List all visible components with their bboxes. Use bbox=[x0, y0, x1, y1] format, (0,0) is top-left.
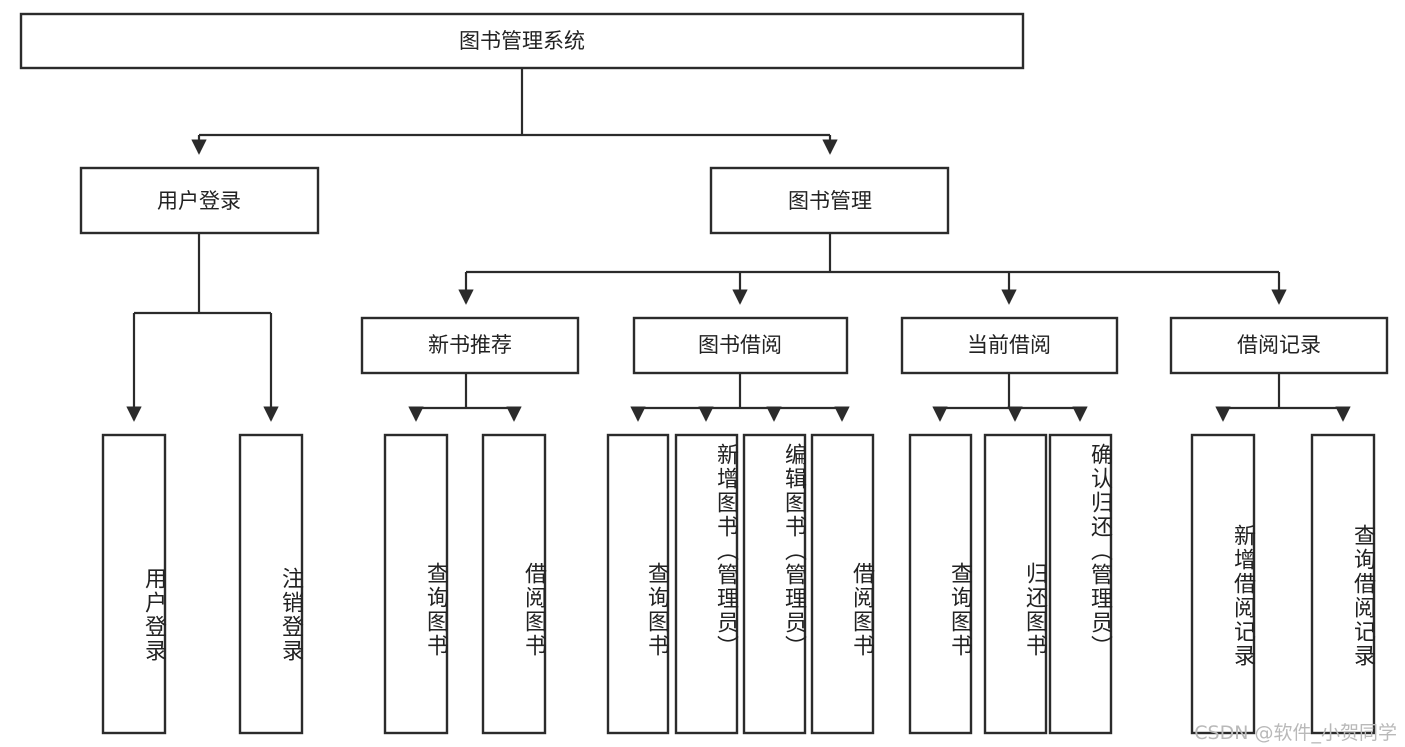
leaf-box-user-login[interactable] bbox=[101, 433, 167, 735]
leaf-box-edit-book[interactable] bbox=[742, 433, 807, 735]
connector-layer bbox=[126, 68, 1351, 422]
node-root-box[interactable] bbox=[19, 12, 1025, 70]
leaf-box-query-borrow-record[interactable] bbox=[1310, 433, 1376, 735]
node-user-login-box[interactable] bbox=[79, 166, 320, 235]
leaf-box-query-book-borrow[interactable] bbox=[606, 433, 670, 735]
leaf-box-query-book-new[interactable] bbox=[383, 433, 449, 735]
node-borrow-record-box[interactable] bbox=[1169, 316, 1389, 375]
leaf-box-logout-login[interactable] bbox=[238, 433, 304, 735]
node-current-borrow[interactable]: 当前借阅 bbox=[900, 316, 1119, 375]
leaf-box-borrow-book[interactable] bbox=[810, 433, 875, 735]
node-book-management[interactable]: 图书管理 bbox=[709, 166, 950, 235]
leaf-box-return-book[interactable] bbox=[983, 433, 1048, 735]
node-current-borrow-label: 当前借阅 bbox=[967, 333, 1051, 357]
node-user-login[interactable]: 用户登录 bbox=[79, 166, 320, 235]
node-borrow-record-label: 借阅记录 bbox=[1237, 333, 1321, 357]
node-root[interactable]: 图书管理系统 bbox=[19, 12, 1025, 70]
node-layer: 图书管理系统 用户登录 图书管理 新书推荐 图书借阅 bbox=[19, 12, 1389, 735]
node-borrow-record[interactable]: 借阅记录 bbox=[1169, 316, 1389, 375]
node-book-management-label: 图书管理 bbox=[788, 189, 872, 213]
node-new-book-recommend-box[interactable] bbox=[360, 316, 580, 375]
node-book-borrow-box[interactable] bbox=[632, 316, 849, 375]
node-book-borrow[interactable]: 图书借阅 bbox=[632, 316, 849, 375]
node-user-login-label: 用户登录 bbox=[157, 189, 241, 213]
node-current-borrow-box[interactable] bbox=[900, 316, 1119, 375]
node-root-label: 图书管理系统 bbox=[459, 29, 585, 53]
leaf-box-query-book-current[interactable] bbox=[908, 433, 973, 735]
leaf-box-confirm-return[interactable] bbox=[1048, 433, 1113, 735]
leaf-box-borrow-book-new[interactable] bbox=[481, 433, 547, 735]
node-new-book-recommend-label: 新书推荐 bbox=[428, 333, 512, 357]
leaf-box-add-book[interactable] bbox=[674, 433, 739, 735]
csdn-watermark: CSDN @软件_小贺同学 bbox=[1194, 722, 1397, 744]
node-book-borrow-label: 图书借阅 bbox=[698, 333, 782, 357]
leaf-box-add-borrow-record[interactable] bbox=[1190, 433, 1256, 735]
node-new-book-recommend[interactable]: 新书推荐 bbox=[360, 316, 580, 375]
node-book-management-box[interactable] bbox=[709, 166, 950, 235]
